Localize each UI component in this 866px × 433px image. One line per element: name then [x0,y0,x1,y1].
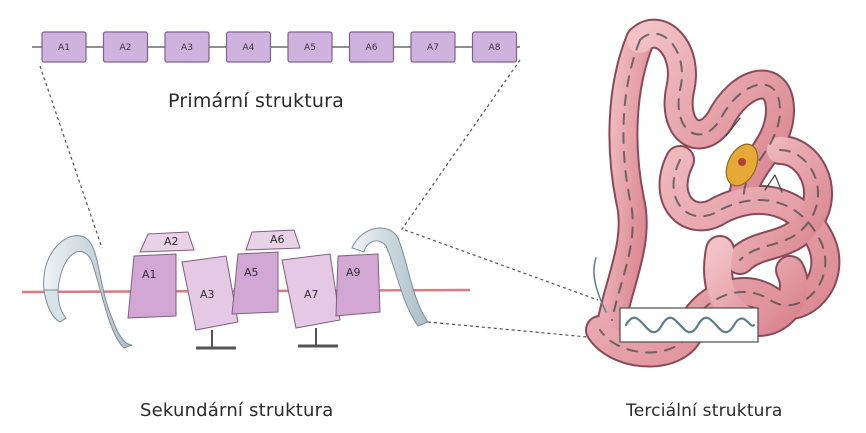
sheet-a7: A7 [282,254,340,346]
sheet-label: A9 [346,266,361,279]
sheet-label: A5 [244,266,259,279]
sheet-a3: A3 [182,256,238,348]
residue-box: A7 [411,32,455,62]
sheet-a9: A9 [336,254,380,316]
residue-label: A2 [120,43,132,53]
residue-box: A8 [473,32,517,62]
residue-box: A5 [288,32,332,62]
residue-box: A1 [42,32,86,62]
secondary-structure: A2 A6 A1 A3 A5 [22,228,470,348]
tertiary-structure [594,34,825,353]
sheet-a6: A6 [246,230,300,250]
residue-label: A8 [489,43,501,53]
sheet-label: A1 [142,268,157,281]
sheet-label: A2 [164,235,179,248]
residue-label: A6 [366,43,378,53]
secondary-structure-caption: Sekundární struktura [140,400,333,421]
sheet-a1: A1 [128,254,176,318]
zoom-line-left [40,66,102,248]
residue-label: A3 [181,43,193,53]
residue-label: A1 [58,43,70,53]
primary-structure: A1 A2 A3 A4 A5 A6 A7 A8 [32,32,520,62]
sheet-a5: A5 [232,252,278,314]
residue-box: A2 [104,32,148,62]
residue-box: A4 [227,32,271,62]
sheet-label: A6 [270,233,285,246]
residue-label: A5 [304,43,316,53]
residue-label: A4 [243,43,255,53]
primary-structure-caption: Primární struktura [168,90,344,112]
residue-box: A6 [350,32,394,62]
residue-label: A7 [427,43,439,53]
tertiary-structure-caption: Terciální struktura [626,401,782,421]
sheet-a2: A2 [140,232,194,252]
sheet-label: A3 [200,288,215,301]
helix-ribbon-left-tail [44,290,66,322]
sheet-label: A7 [304,288,319,301]
zoom-line-secondary-bottom [428,322,598,338]
zoom-line-right [400,60,520,232]
residue-box: A3 [165,32,209,62]
